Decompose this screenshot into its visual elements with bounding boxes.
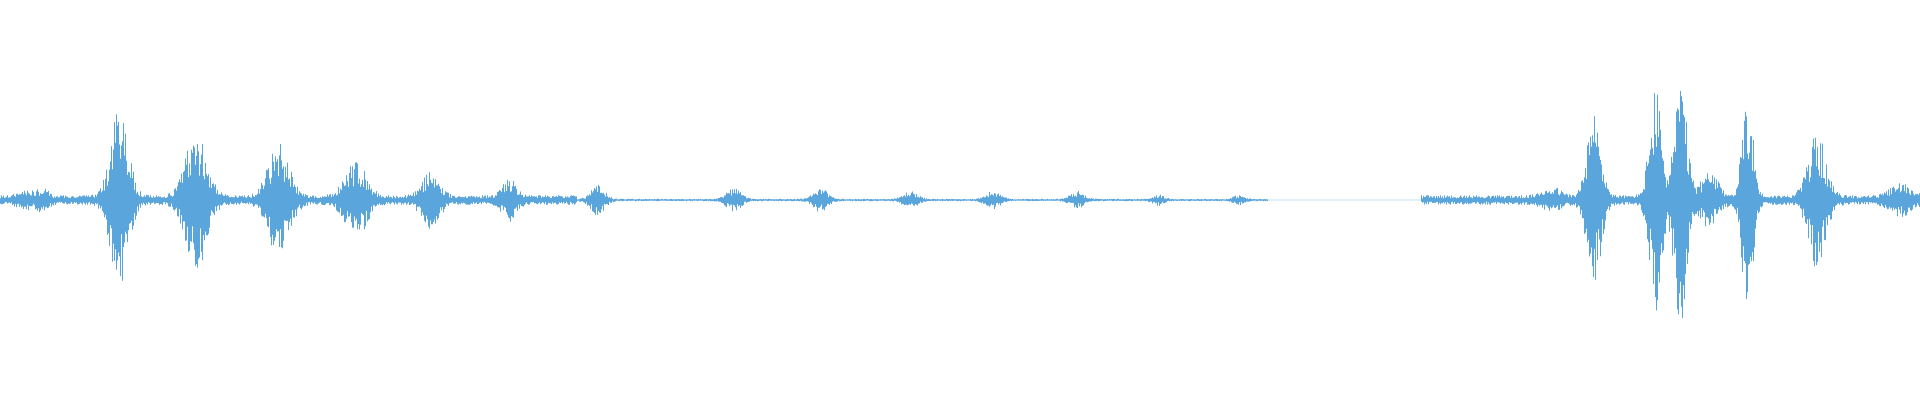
waveform-bars — [0, 91, 1920, 319]
waveform-path — [0, 91, 1920, 319]
